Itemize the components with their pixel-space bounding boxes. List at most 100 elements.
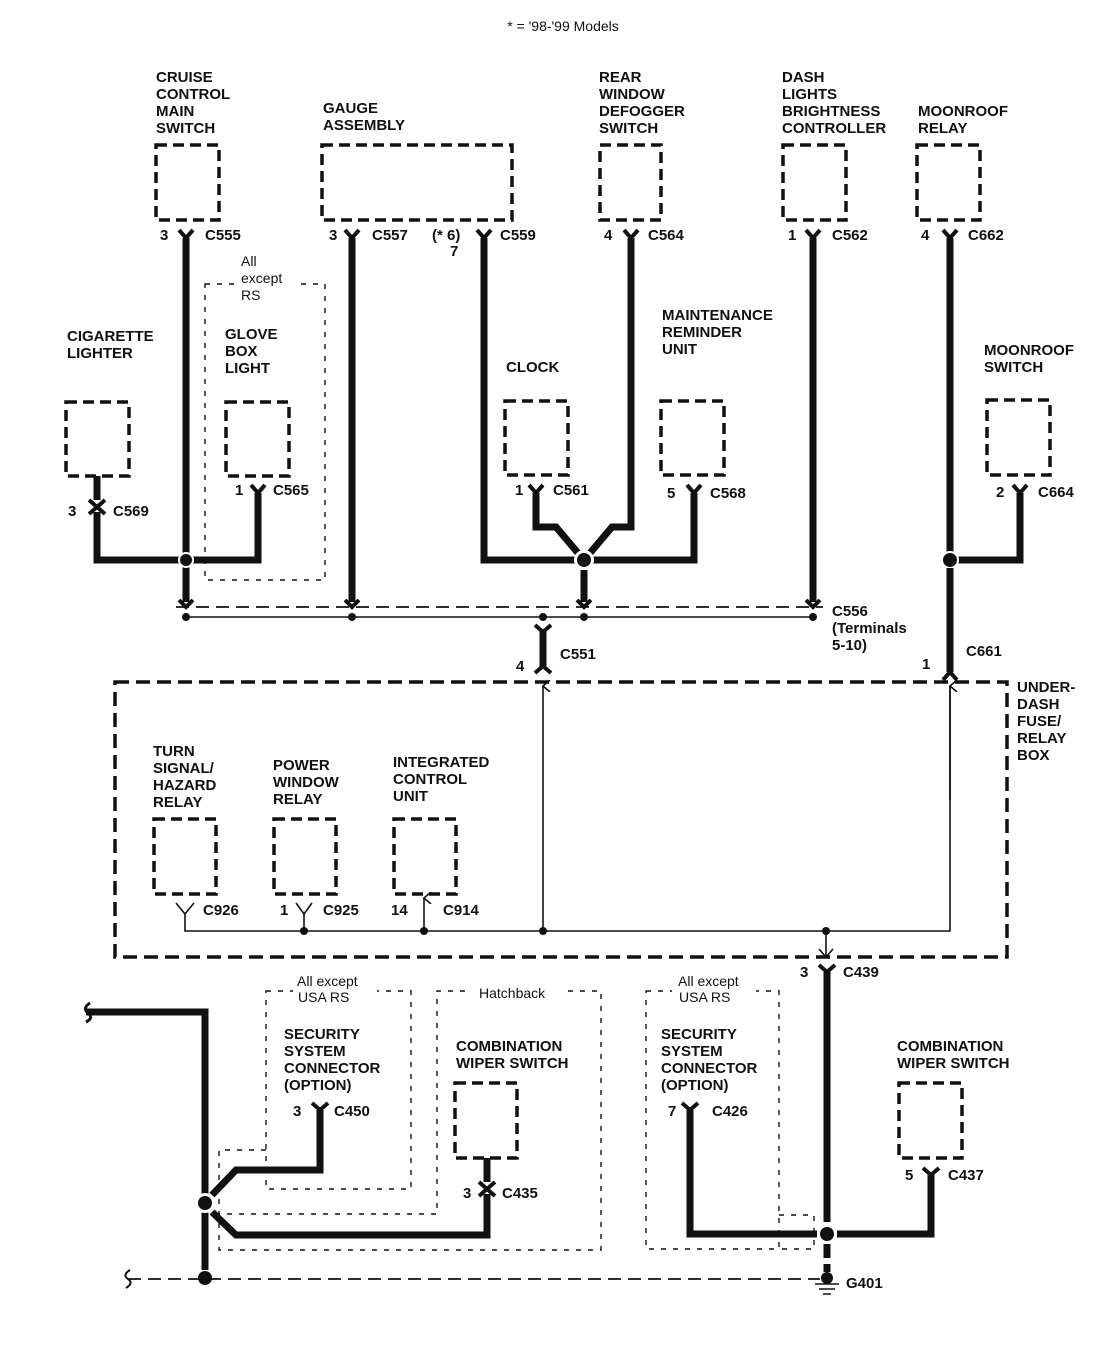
pin-number: 14 (391, 902, 408, 919)
gauge-assembly: GAUGE ASSEMBLY 3 C557 (* 6) 7 C559 (320, 100, 536, 260)
component-box (503, 399, 570, 477)
pin-number: 4 (921, 227, 930, 244)
legend-note: * = '98-'99 Models (507, 18, 619, 34)
connector-c426-icon (680, 1101, 700, 1113)
connector-c439-label: C439 (843, 964, 879, 981)
connector-c569-icon (87, 498, 107, 516)
splice-point (943, 553, 957, 567)
wire-c568 (590, 493, 698, 564)
pin-number: 1 (235, 482, 243, 499)
splice-point (180, 554, 192, 566)
connector-label: C435 (502, 1185, 538, 1202)
connector-label: C450 (334, 1103, 370, 1120)
option-note: All except USA RS (678, 973, 743, 1005)
connector-label: C557 (372, 227, 408, 244)
connector-label: C925 (323, 902, 359, 919)
wire-break-icon (124, 1269, 132, 1289)
component-box (320, 143, 514, 222)
pin-number: 3 (329, 227, 337, 244)
pin-number: 3 (68, 503, 76, 520)
component-box (453, 1081, 519, 1160)
component-label: COMBINATION WIPER SWITCH (456, 1038, 569, 1072)
pin-number: 1 (515, 482, 523, 499)
connector-c559-icon (475, 228, 493, 242)
connector-c661-label: C661 (966, 643, 1002, 660)
component-label: SECURITY SYSTEM CONNECTOR (OPTION) (284, 1026, 385, 1094)
connector-c556-note: (Terminals 5-10) (832, 620, 911, 654)
turn-signal-hazard-relay: TURN SIGNAL/ HAZARD RELAY C926 (152, 743, 239, 919)
connector-label: C564 (648, 227, 685, 244)
connector-c556-label: C556 (832, 603, 868, 620)
connector-c435-icon (477, 1180, 497, 1198)
splice-point (577, 553, 591, 567)
connector-c450-icon (310, 1101, 330, 1113)
component-label: COMBINATION WIPER SWITCH (897, 1038, 1010, 1072)
pin-number: 2 (996, 484, 1004, 501)
pin-number: 5 (905, 1167, 913, 1184)
wire-c564 (587, 238, 635, 556)
component-box (985, 398, 1052, 477)
component-box (915, 143, 982, 222)
pin-number: 5 (667, 485, 675, 502)
connector-c565-icon (249, 483, 267, 497)
component-label: DASH LIGHTS BRIGHTNESS CONTROLLER (782, 69, 886, 137)
power-window-relay: POWER WINDOW RELAY 1 C925 (272, 757, 359, 919)
connector-label: C664 (1038, 484, 1075, 501)
moonroof-switch: MOONROOF SWITCH 2 C664 (984, 342, 1078, 501)
ground-label: G401 (846, 1275, 883, 1292)
component-label: INTEGRATED CONTROL UNIT (393, 754, 494, 805)
connector-label: C568 (710, 485, 746, 502)
pin-number: 4 (604, 227, 613, 244)
cigarette-lighter: CIGARETTE LIGHTER 3 C569 (64, 328, 158, 520)
connector-c561-icon (527, 483, 545, 497)
component-label: CIGARETTE LIGHTER (67, 328, 158, 362)
connector-label: C565 (273, 482, 309, 499)
connector-c557-icon (343, 228, 361, 242)
pin-number: 4 (516, 658, 525, 675)
component-box (154, 143, 221, 222)
wire-c437 (837, 1175, 935, 1238)
component-label: TURN SIGNAL/ HAZARD RELAY (153, 743, 221, 811)
splice-point (820, 1227, 834, 1241)
wire-c569 (93, 512, 180, 564)
connector-c568-icon (685, 483, 703, 497)
ground-icon (821, 1272, 833, 1284)
component-label: REAR WINDOW DEFOGGER SWITCH (599, 69, 689, 137)
option-boundary (645, 990, 780, 1250)
rear-window-defogger-switch: REAR WINDOW DEFOGGER SWITCH 4 C564 (598, 69, 689, 244)
pin-number: 1 (922, 656, 930, 673)
connector-label: C555 (205, 227, 241, 244)
component-box (659, 399, 726, 477)
splice-point (198, 1271, 212, 1285)
component-label: GAUGE ASSEMBLY (323, 100, 405, 134)
connector-c564-icon (622, 228, 640, 242)
upper-wiring: C556 (Terminals 5-10) C551 4 C661 1 (87, 228, 1029, 682)
pin-number: 7 (450, 243, 458, 260)
connector-c661-icon (941, 668, 959, 682)
connector-c662-icon (941, 228, 959, 242)
connector-label: C926 (203, 902, 239, 919)
lower-wiring: All except USA RS Hatchback All except U… (83, 963, 1010, 1295)
connector-label: C569 (113, 503, 149, 520)
pin-number: 1 (788, 227, 796, 244)
component-label: POWER WINDOW RELAY (273, 757, 343, 808)
under-dash-fuse-relay-box: UNDER- DASH FUSE/ RELAY BOX TURN SIGNAL/… (113, 679, 1075, 959)
connector-c551-label: C551 (560, 646, 596, 663)
pin-number: 1 (280, 902, 288, 919)
wire-c435 (209, 1194, 491, 1239)
pin-number: 3 (463, 1185, 471, 1202)
connector-label: C562 (832, 227, 868, 244)
component-box (897, 1081, 964, 1160)
option-note: All except RS (241, 253, 286, 303)
pin-number: 3 (160, 227, 168, 244)
pin-number: 7 (668, 1103, 676, 1120)
component-box (152, 817, 218, 896)
connector-label: C914 (443, 902, 480, 919)
connector-label: C437 (948, 1167, 984, 1184)
wire-c450 (209, 1110, 324, 1198)
component-label: MOONROOF SWITCH (984, 342, 1078, 376)
integrated-control-unit: INTEGRATED CONTROL UNIT 14 C914 (391, 754, 494, 919)
cruise-control-main-switch: CRUISE CONTROL MAIN SWITCH 3 C555 (154, 69, 241, 244)
wire-break-icon (83, 1001, 93, 1024)
connector-c562-icon (804, 228, 822, 242)
